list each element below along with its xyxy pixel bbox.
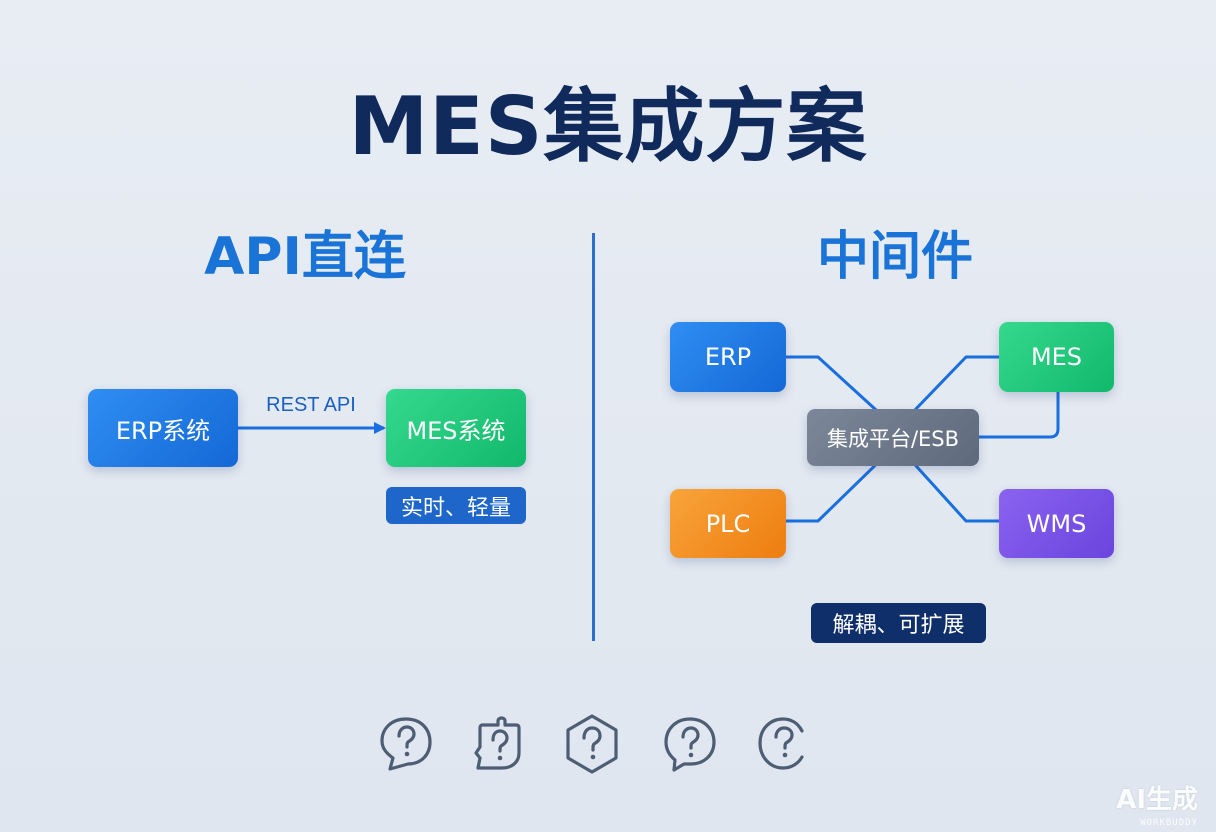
middleware-tag: 解耦、可扩展 — [811, 603, 986, 643]
mes-node: MES — [999, 322, 1114, 392]
wms-node: WMS — [999, 489, 1114, 558]
ai-watermark: AI生成 — [1116, 785, 1198, 815]
section-divider — [592, 233, 595, 641]
mes-system-node: MES系统 — [386, 389, 526, 467]
help-speech-icon — [664, 717, 716, 772]
help-circle-icon — [758, 717, 804, 770]
help-puzzle-icon — [474, 716, 521, 770]
rest-api-label: REST API — [266, 394, 356, 416]
erp-to-hub-line — [786, 355, 900, 432]
integration-hub-node: 集成平台/ESB — [807, 409, 979, 466]
page-title: MES集成方案 — [348, 80, 868, 173]
help-hexagon-icon — [566, 714, 618, 774]
hub-to-mes-line — [979, 392, 1060, 439]
erp-system-node: ERP系统 — [88, 389, 238, 467]
help-bubble-icon — [380, 717, 432, 771]
erp-node: ERP — [670, 322, 786, 392]
api-direct-heading: API直连 — [204, 227, 406, 287]
wms-to-hub-line — [896, 444, 999, 523]
ai-watermark-sub: WORKBUDDY — [1140, 818, 1198, 828]
plc-node: PLC — [670, 489, 786, 558]
help-icon-row — [376, 713, 816, 777]
middleware-heading: 中间件 — [816, 227, 973, 287]
plc-to-hub-line — [786, 446, 895, 523]
api-direct-tag: 实时、轻量 — [386, 487, 526, 524]
